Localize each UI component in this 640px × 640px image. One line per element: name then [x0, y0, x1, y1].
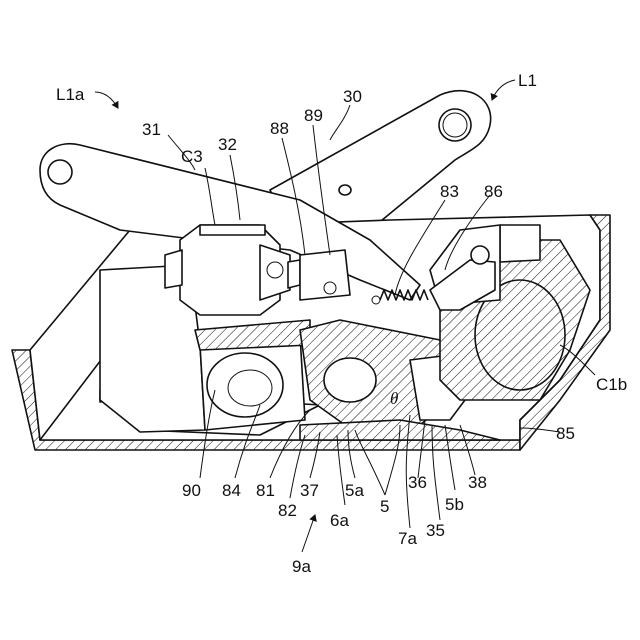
label-31: 31 — [142, 120, 161, 139]
label-90: 90 — [182, 481, 201, 500]
label-83: 83 — [440, 182, 459, 201]
label-36: 36 — [408, 473, 427, 492]
label-89: 89 — [304, 106, 323, 125]
label-5: 5 — [380, 497, 389, 516]
label-38: 38 — [468, 473, 487, 492]
label-30: 30 — [343, 87, 362, 106]
label-37: 37 — [300, 481, 319, 500]
switch-C3 — [165, 225, 290, 315]
label-9a: 9a — [292, 557, 311, 576]
label-7a: 7a — [398, 529, 417, 548]
label-32: 32 — [218, 135, 237, 154]
label-6a: 6a — [330, 511, 349, 530]
label-C1b: C1b — [596, 375, 627, 394]
label-5b: 5b — [445, 495, 464, 514]
label-5a: 5a — [345, 481, 364, 500]
label-86: 86 — [484, 182, 503, 201]
label-L1a: L1a — [56, 85, 85, 104]
label-theta: θ — [390, 389, 398, 408]
label-82: 82 — [278, 501, 297, 520]
label-81: 81 — [256, 481, 275, 500]
label-85: 85 — [556, 424, 575, 443]
label-C3: C3 — [181, 147, 203, 166]
label-L1: L1 — [518, 71, 537, 90]
label-88: 88 — [270, 119, 289, 138]
label-35: 35 — [426, 521, 445, 540]
label-84: 84 — [222, 481, 241, 500]
